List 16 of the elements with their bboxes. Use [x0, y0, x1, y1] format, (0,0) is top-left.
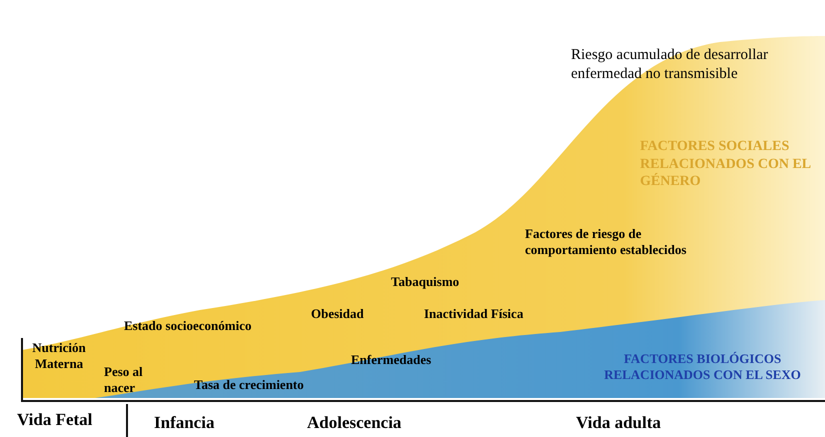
factor-label: Nutrición Materna: [31, 340, 87, 372]
factor-label: Estado socioeconómico: [124, 318, 252, 334]
region-label: FACTORES BIOLÓGICOS RELACIONADOS CON EL SEXO: [603, 351, 802, 384]
factor-label: Peso al nacer: [104, 364, 144, 396]
stage-label: Vida adulta: [576, 412, 662, 434]
factor-label: Tabaquismo: [391, 274, 460, 290]
stage-label: Adolescencia: [307, 412, 402, 434]
factor-label: Enfermedades: [351, 352, 432, 368]
factor-label: Inactividad Física: [424, 306, 524, 322]
region-label: FACTORES SOCIALES RELACIONADOS CON EL GÉNERO: [640, 138, 812, 190]
factor-label: Obesidad: [311, 306, 365, 322]
stage-label: Infancia: [154, 412, 216, 434]
factor-label: Tasa de crecimiento: [194, 377, 305, 394]
curve-caption: Riesgo acumulado de desarrollar enfermedad no transmisible: [571, 46, 770, 84]
stage-label: Vida Fetal: [17, 409, 94, 430]
factor-label: Factores de riesgo de comportamiento establecidos: [525, 226, 688, 258]
